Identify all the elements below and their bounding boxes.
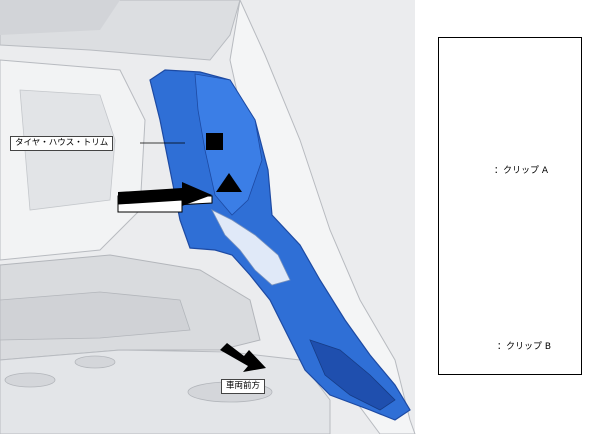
vehicle-front-label: 車両前方 [221,379,266,394]
clip-b-marker-icon [216,173,242,192]
clip-a-marker-icon [206,133,223,150]
clip-legend [438,37,582,375]
tire-house-trim-label: タイヤ・ハウス・トリム [10,136,114,151]
vehicle-front-arrow-icon [220,343,266,372]
removal-direction-arrow-icon [117,182,213,213]
legend-clip-b-text: ：クリップ B [497,342,552,352]
legend-clip-a-text: ：クリップ A [494,166,549,176]
tire-house-trim [149,69,411,421]
